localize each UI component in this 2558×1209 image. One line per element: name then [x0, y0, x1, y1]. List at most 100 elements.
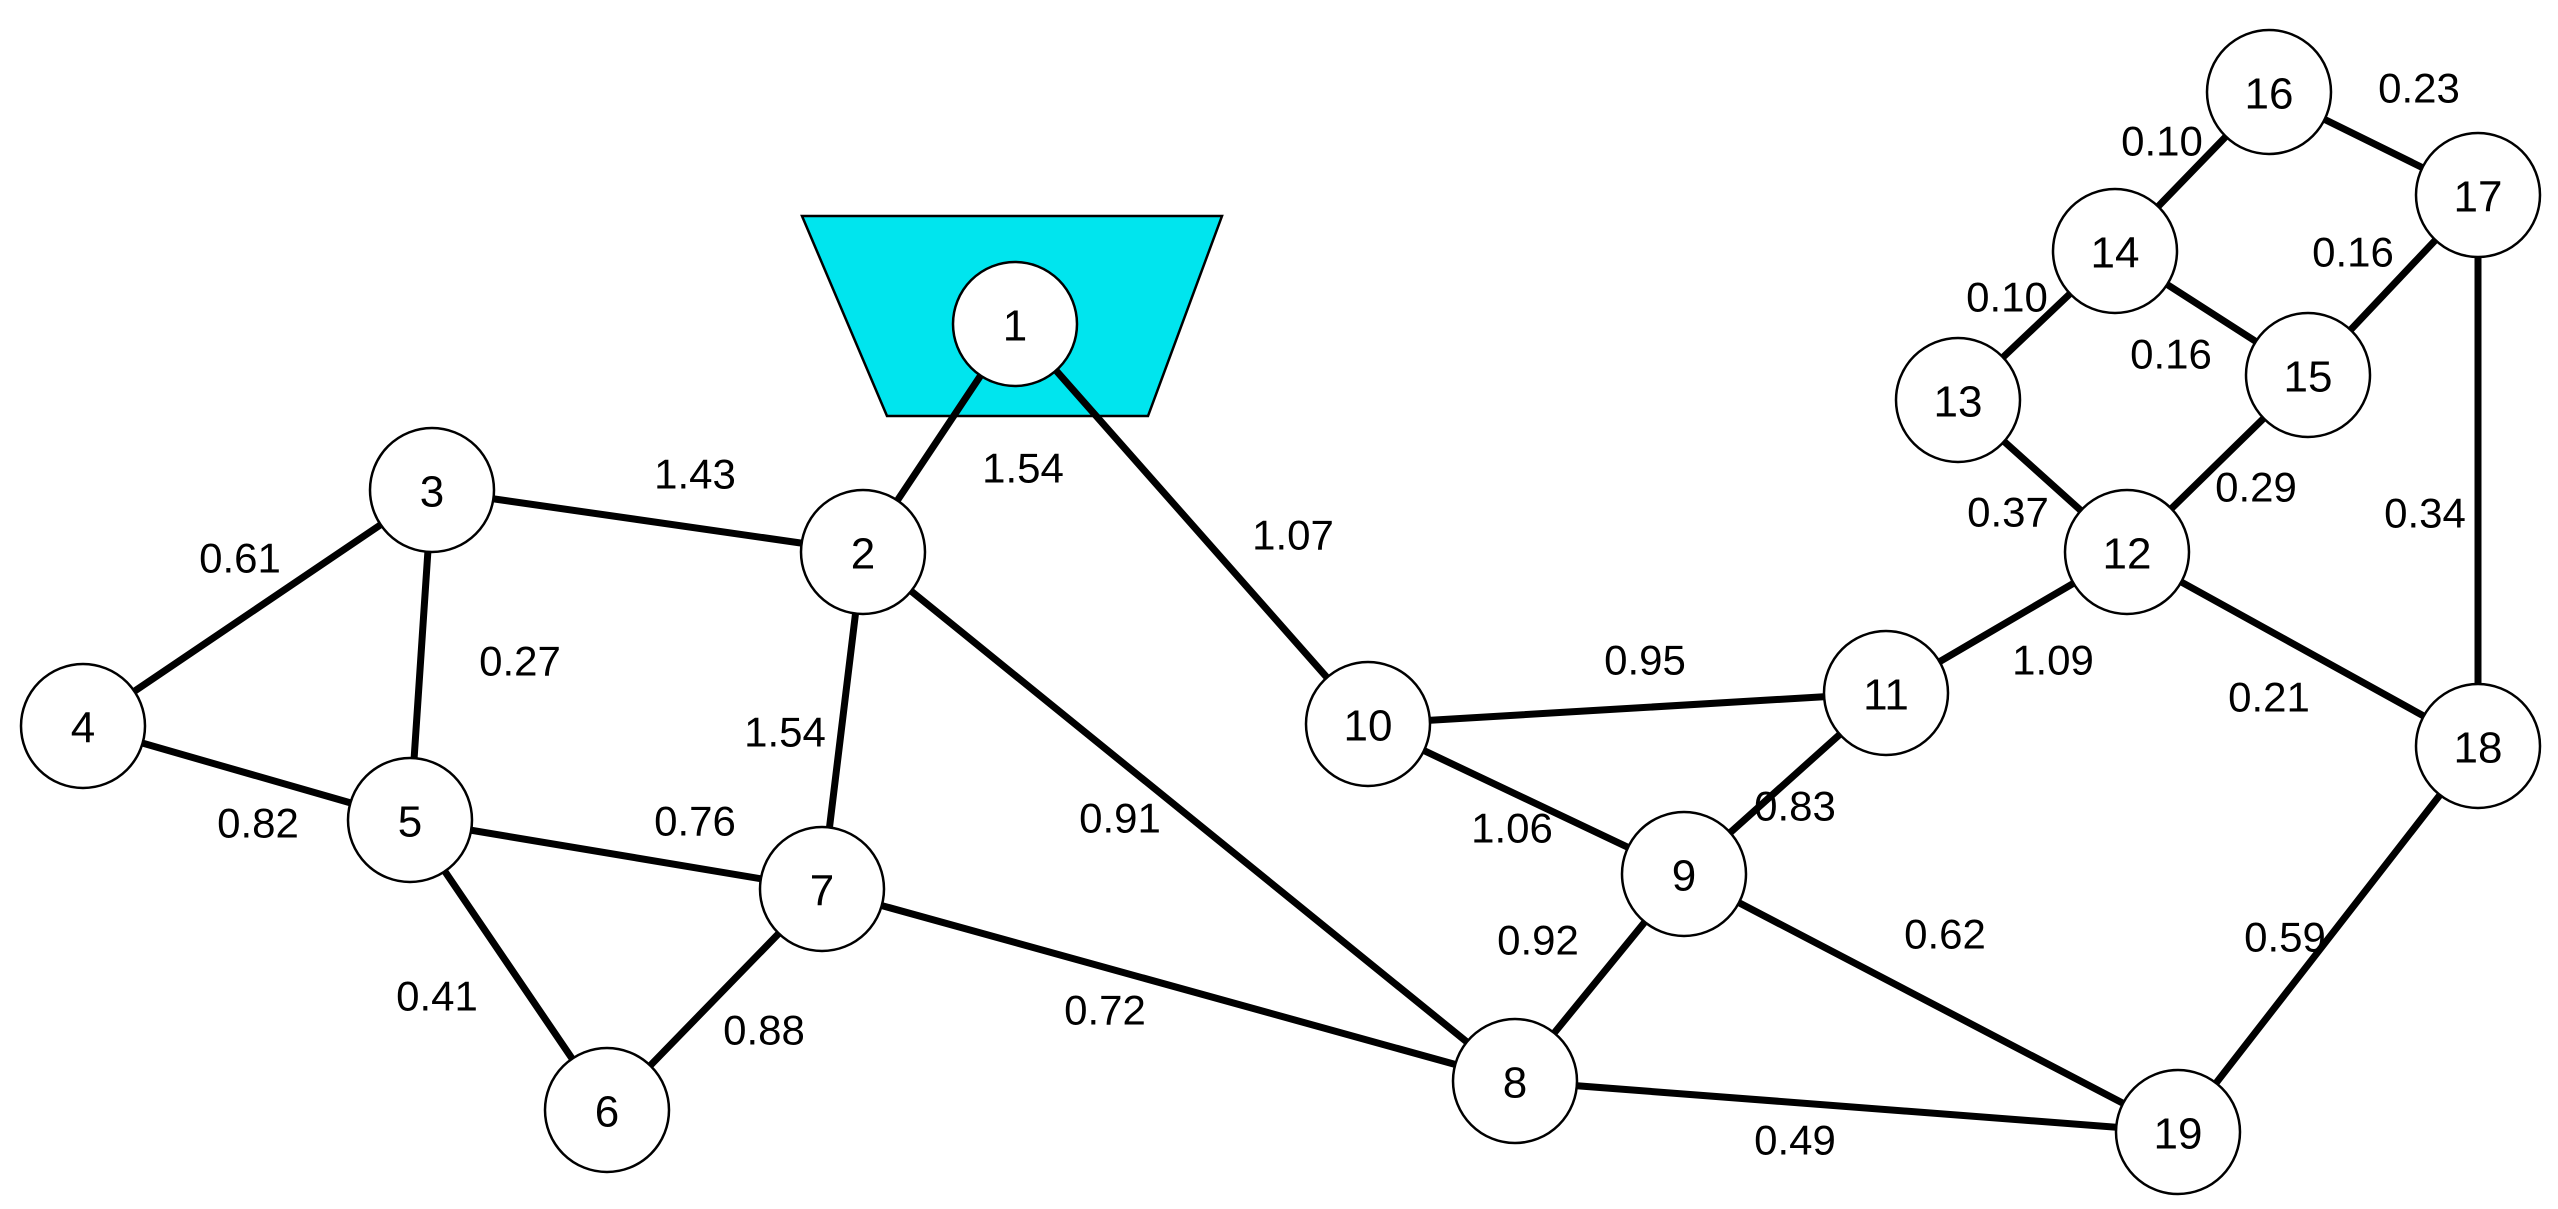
- edge-9-19: [1680, 870, 2182, 1136]
- edge-label-layer: 1.54 1.07 1.43 0.61 0.27 0.82 0.76 0.41 0.88 1.54…: [199, 65, 2466, 1164]
- edge-label-17-18: 0.34: [2384, 490, 2466, 537]
- node-circle-14: [2051, 187, 2179, 315]
- edge-label-3-5: 0.27: [479, 638, 561, 685]
- node-label-6: 6: [595, 1088, 619, 1137]
- edge-label-18-19: 0.59: [2244, 914, 2326, 961]
- edge-label-1-2: 1.54: [982, 445, 1064, 492]
- node-circle-12: [2063, 488, 2191, 616]
- node-label-12: 12: [2103, 530, 2152, 579]
- edge-label-5-7: 0.76: [654, 798, 736, 845]
- node-circle-9: [1620, 810, 1748, 938]
- node-circle-13: [1894, 336, 2022, 464]
- edge-7-8: [818, 885, 1519, 1085]
- edge-label-16-17: 0.23: [2378, 65, 2460, 112]
- edge-label-10-9: 1.06: [1471, 805, 1553, 852]
- edge-label-15-17: 0.16: [2312, 229, 2394, 276]
- node-13: 13: [1894, 336, 2022, 464]
- node-15: 15: [2244, 311, 2372, 439]
- node-11: 11: [1822, 629, 1950, 757]
- edge-8-19: [1511, 1077, 2182, 1136]
- node-label-19: 19: [2154, 1110, 2203, 1159]
- node-circle-7: [758, 825, 886, 953]
- edge-18-19: [2174, 742, 2482, 1136]
- node-label-2: 2: [851, 530, 875, 579]
- edge-5-7: [406, 816, 826, 893]
- node-label-17: 17: [2454, 173, 2503, 222]
- edge-label-1-10: 1.07: [1252, 512, 1334, 559]
- node-label-9: 9: [1672, 852, 1696, 901]
- node-circle-19: [2114, 1068, 2242, 1196]
- node-label-3: 3: [420, 468, 444, 517]
- node-6: 6: [543, 1046, 671, 1174]
- node-circle-10: [1304, 660, 1432, 788]
- node-circle-5: [346, 756, 474, 884]
- node-label-5: 5: [398, 798, 422, 847]
- node-10: 10: [1304, 660, 1432, 788]
- node-circle-4: [19, 662, 147, 790]
- node-label-10: 10: [1344, 702, 1393, 751]
- node-3: 3: [368, 426, 496, 554]
- edge-label-14-15: 0.16: [2130, 331, 2212, 378]
- node-18: 18: [2414, 682, 2542, 810]
- node-circle-18: [2414, 682, 2542, 810]
- node-9: 9: [1620, 810, 1748, 938]
- node-label-13: 13: [1934, 378, 1983, 427]
- node-circle-17: [2414, 131, 2542, 259]
- edge-1-10: [1011, 320, 1372, 728]
- node-label-7: 7: [810, 867, 834, 916]
- node-label-4: 4: [71, 704, 95, 753]
- node-circle-1: [951, 260, 1079, 388]
- edge-label-3-4: 0.61: [199, 535, 281, 582]
- node-label-18: 18: [2454, 724, 2503, 773]
- node-label-15: 15: [2284, 353, 2333, 402]
- edge-3-4: [79, 486, 436, 730]
- node-19: 19: [2114, 1068, 2242, 1196]
- edge-label-7-8: 0.72: [1064, 987, 1146, 1034]
- edge-label-12-18: 0.21: [2228, 674, 2310, 721]
- node-8: 8: [1451, 1017, 1579, 1145]
- edge-label-13-14: 0.10: [1966, 274, 2048, 321]
- edge-label-7-6: 0.88: [723, 1007, 805, 1054]
- edge-label-11-12: 1.09: [2012, 637, 2094, 684]
- node-circle-16: [2205, 28, 2333, 156]
- node-5: 5: [346, 756, 474, 884]
- edge-label-12-15: 0.29: [2215, 464, 2297, 511]
- edge-label-12-13: 0.37: [1967, 489, 2049, 536]
- node-4: 4: [19, 662, 147, 790]
- edge-label-9-19: 0.62: [1904, 911, 1986, 958]
- node-12: 12: [2063, 488, 2191, 616]
- edge-label-8-9: 0.92: [1497, 917, 1579, 964]
- edge-label-4-5: 0.82: [217, 800, 299, 847]
- edge-label-9-11: 0.83: [1754, 783, 1836, 830]
- node-circle-15: [2244, 311, 2372, 439]
- node-label-1: 1: [1003, 302, 1027, 351]
- node-circle-8: [1451, 1017, 1579, 1145]
- node-7: 7: [758, 825, 886, 953]
- edge-12-18: [2123, 548, 2482, 750]
- edge-2-8: [859, 548, 1519, 1085]
- node-16: 16: [2205, 28, 2333, 156]
- node-2: 2: [799, 488, 927, 616]
- node-circle-3: [368, 426, 496, 554]
- edge-3-2: [428, 486, 867, 556]
- node-label-11: 11: [1863, 671, 1909, 720]
- node-1: 1: [951, 260, 1079, 388]
- node-label-14: 14: [2091, 229, 2140, 278]
- node-14: 14: [2051, 187, 2179, 315]
- edge-label-2-8: 0.91: [1079, 795, 1161, 842]
- node-circle-6: [543, 1046, 671, 1174]
- node-label-16: 16: [2245, 70, 2294, 119]
- edge-label-3-2: 1.43: [654, 451, 736, 498]
- edge-label-10-11: 0.95: [1604, 637, 1686, 684]
- edge-label-14-16: 0.10: [2121, 118, 2203, 165]
- edge-label-5-6: 0.41: [396, 973, 478, 1020]
- node-circle-11: [1822, 629, 1950, 757]
- edge-10-11: [1364, 689, 1890, 728]
- node-17: 17: [2414, 131, 2542, 259]
- edge-label-8-19: 0.49: [1754, 1117, 1836, 1164]
- node-label-8: 8: [1503, 1059, 1527, 1108]
- edge-label-2-7: 1.54: [744, 709, 826, 756]
- node-circle-2: [799, 488, 927, 616]
